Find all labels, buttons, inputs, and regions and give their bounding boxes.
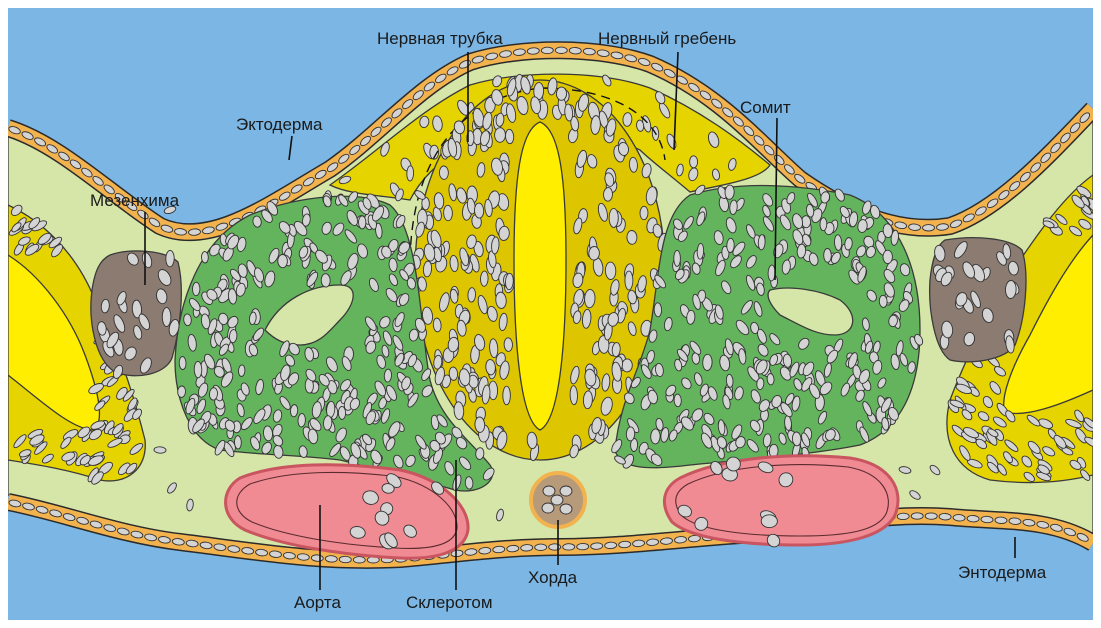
cell: [177, 386, 185, 398]
cell: [622, 359, 633, 372]
cell: [439, 166, 448, 180]
label-neural-tube: Нервная трубка: [377, 29, 503, 48]
cell: [654, 303, 662, 317]
cell: [792, 432, 801, 446]
cell: [359, 216, 366, 229]
cell: [911, 513, 923, 520]
cell: [480, 271, 488, 286]
cell: [603, 187, 613, 201]
cell: [767, 373, 775, 385]
cell: [339, 556, 351, 563]
cell: [541, 47, 553, 54]
cell: [407, 166, 414, 181]
cell: [543, 486, 555, 496]
cell: [201, 251, 208, 263]
cell: [504, 338, 513, 352]
label-aorta: Аорта: [294, 593, 341, 612]
cell: [179, 356, 186, 369]
cell: [689, 156, 697, 168]
cell: [443, 205, 452, 221]
cell: [1005, 280, 1016, 298]
cell: [551, 495, 563, 505]
cell: [591, 543, 603, 550]
cell: [556, 87, 566, 100]
cell: [883, 250, 892, 263]
cell: [605, 542, 617, 549]
cell: [727, 238, 735, 252]
cell: [194, 361, 202, 378]
cell: [162, 308, 171, 327]
cell: [761, 515, 777, 528]
cell: [640, 206, 648, 220]
cell: [650, 429, 660, 444]
cell: [939, 513, 951, 520]
cell: [820, 218, 827, 231]
cell: [238, 365, 245, 377]
cell: [549, 544, 561, 550]
cell: [468, 288, 476, 303]
cell: [521, 544, 533, 551]
neural-tube-lumen: [514, 122, 566, 430]
label-somite: Сомит: [740, 98, 791, 117]
cell: [674, 250, 681, 266]
cell: [824, 248, 832, 262]
label-sclerotome: Склеротом: [406, 593, 493, 612]
cell: [995, 517, 1007, 524]
cell: [542, 503, 554, 513]
cell: [234, 436, 241, 449]
cell: [674, 394, 682, 407]
label-mesenchyme: Мезенхима: [90, 191, 180, 210]
cell: [923, 225, 935, 231]
cell: [535, 544, 547, 551]
cell: [605, 262, 616, 280]
cell: [563, 544, 575, 551]
cell: [626, 427, 635, 441]
cell: [560, 504, 572, 514]
cell: [967, 515, 979, 522]
cell: [609, 208, 618, 227]
cell: [588, 246, 599, 260]
label-neural-crest: Нервный гребень: [598, 29, 736, 48]
cell: [879, 295, 888, 308]
cell: [192, 282, 200, 296]
cell: [325, 555, 337, 562]
cell: [725, 185, 735, 200]
cell: [577, 543, 589, 550]
label-notochord: Хорда: [528, 568, 578, 587]
cell: [569, 47, 581, 54]
cell: [154, 446, 166, 453]
cell: [555, 47, 567, 54]
cell: [981, 516, 993, 523]
cell: [702, 354, 712, 371]
cell: [925, 513, 937, 520]
cell: [475, 417, 486, 433]
cell: [627, 230, 638, 244]
cell: [298, 413, 306, 427]
label-ectoderm: Эктодерма: [236, 115, 323, 134]
label-endoderm: Энтодерма: [958, 563, 1047, 582]
cell: [166, 250, 175, 267]
cell: [625, 271, 633, 290]
cell: [897, 513, 909, 520]
cell: [353, 556, 365, 563]
right-aorta: [664, 456, 898, 545]
cell: [494, 128, 505, 143]
cell: [278, 254, 288, 267]
cell: [560, 486, 572, 496]
cell: [321, 274, 330, 288]
cell: [503, 386, 511, 405]
cell: [474, 203, 484, 218]
cell: [570, 386, 578, 405]
